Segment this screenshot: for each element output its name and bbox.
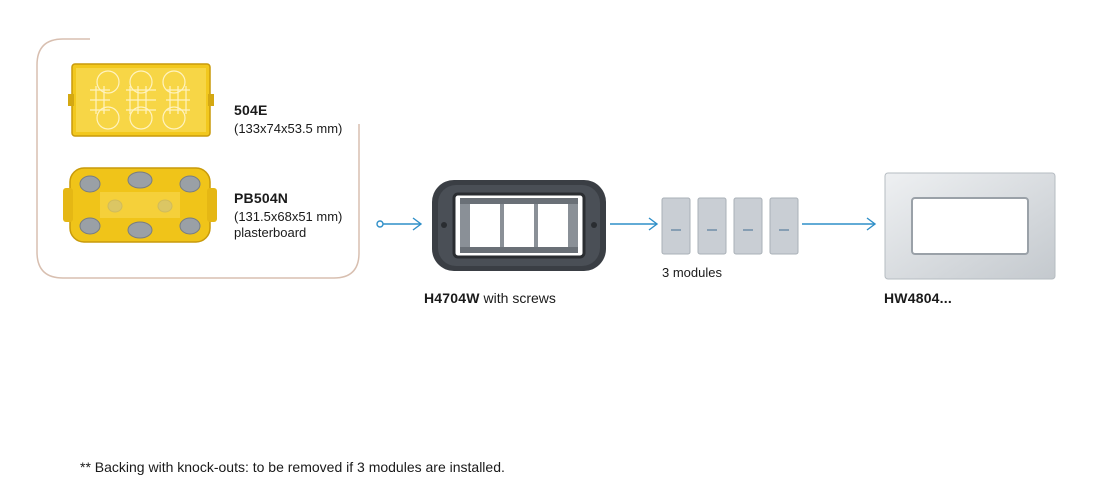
module-key [661, 197, 691, 255]
box-pb504n-dims: (131.5x68x51 mm) [234, 209, 343, 224]
box-504e-dims: (133x74x53.5 mm) [234, 121, 343, 136]
frame-code: H4704W [424, 290, 480, 306]
module-key [733, 197, 763, 255]
cover-plate-hw4804-image [884, 172, 1056, 280]
flush-box-504e-image [68, 63, 214, 137]
arrow-to-modules [610, 217, 659, 231]
box-pb504n-type: plasterboard [234, 225, 307, 240]
module-key [697, 197, 727, 255]
frame-suffix: with screws [479, 290, 556, 306]
modules-label: 3 modules [662, 265, 722, 280]
arrow-to-frame [376, 217, 423, 231]
support-frame-h4704w-image [432, 180, 606, 271]
module-key [769, 197, 799, 255]
box-504e-code: 504E [234, 102, 268, 118]
plasterboard-box-pb504n-image [63, 167, 217, 243]
arrow-to-plate [802, 217, 877, 231]
plate-code: HW4804... [884, 290, 952, 306]
modules-image [661, 197, 799, 255]
frame-label: H4704W with screws [424, 290, 556, 306]
footnote: ** Backing with knock-outs: to be remove… [80, 459, 505, 475]
box-pb504n-code: PB504N [234, 190, 289, 206]
